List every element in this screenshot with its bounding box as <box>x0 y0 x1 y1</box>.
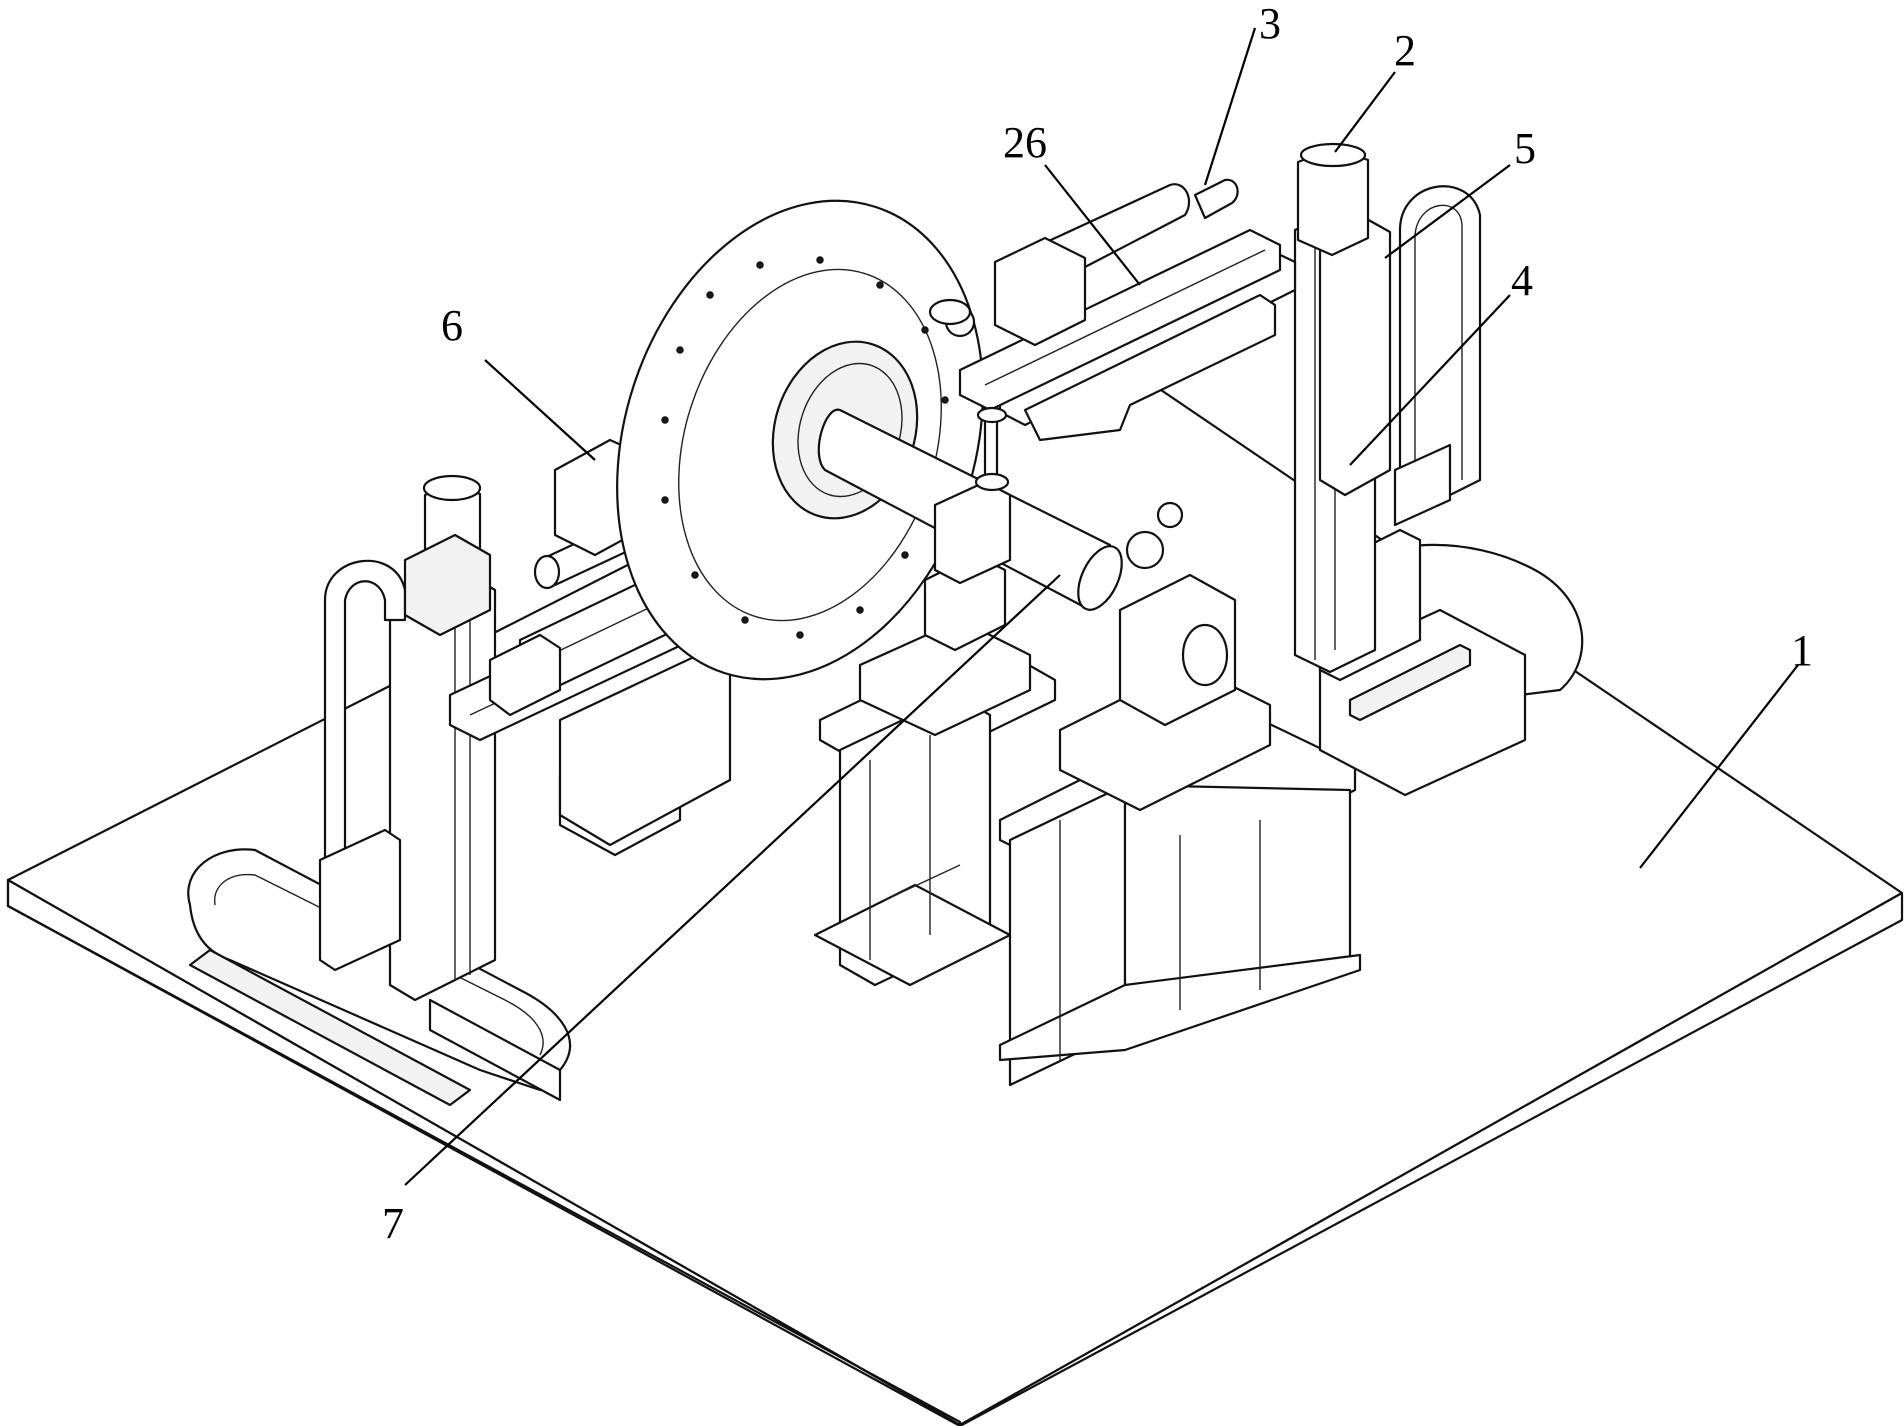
label-1: 1 <box>1791 626 1813 675</box>
leader-5 <box>1384 164 1511 259</box>
leader-26 <box>1044 164 1141 286</box>
label-5: 5 <box>1514 124 1536 173</box>
leader-6 <box>484 359 596 461</box>
leader-4 <box>1349 294 1511 466</box>
rotary-disc <box>616 199 1123 681</box>
left-column-assembly <box>187 474 572 1107</box>
leader-7 <box>404 574 1061 1186</box>
label-7: 7 <box>382 1199 404 1248</box>
leader-lines <box>404 27 1799 1186</box>
right-stand <box>998 501 1362 1087</box>
label-3: 3 <box>1259 0 1281 48</box>
label-4: 4 <box>1511 256 1533 305</box>
label-26: 26 <box>1003 118 1047 167</box>
label-6: 6 <box>441 301 463 350</box>
label-2: 2 <box>1394 26 1416 75</box>
leader-3 <box>1203 27 1257 186</box>
top-arm-assembly <box>928 178 1297 492</box>
leader-1 <box>1639 664 1799 869</box>
callouts: 1 2 3 4 5 6 7 26 <box>382 0 1813 1248</box>
right-column-assembly <box>1293 142 1584 797</box>
leader-2 <box>1334 71 1396 153</box>
